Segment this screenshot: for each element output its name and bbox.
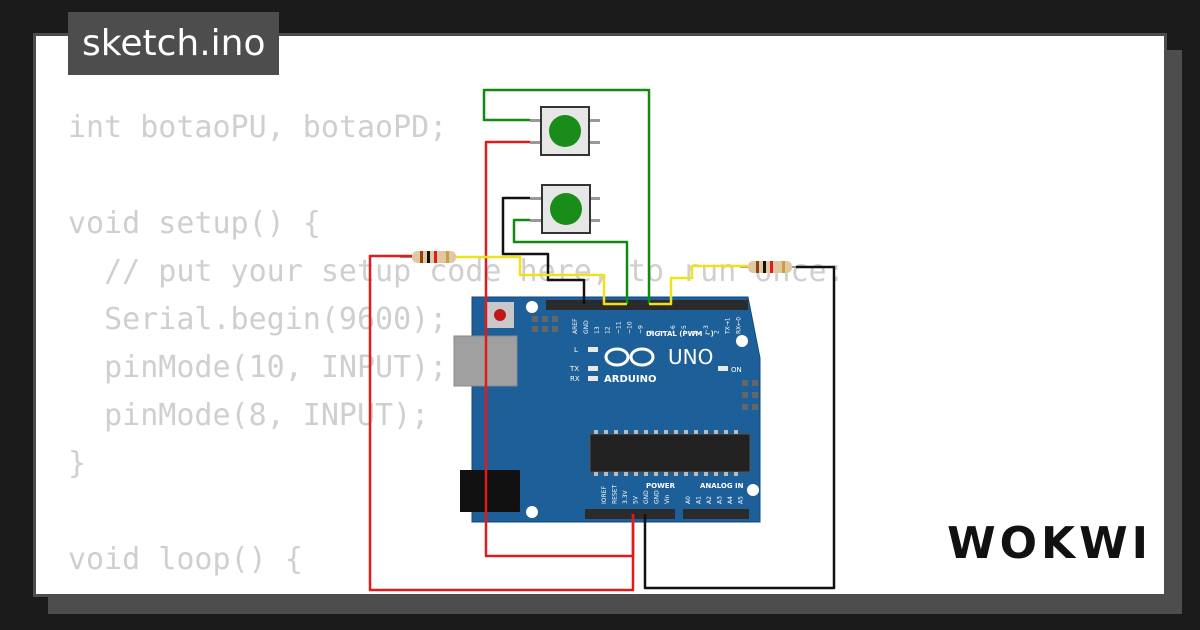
digital-pin-label: AREF (572, 318, 579, 334)
analog-pin-label: A2 (706, 496, 713, 504)
digital-pin-label: ~5 (681, 325, 688, 334)
digital-pin-label: ~9 (637, 325, 644, 334)
wire-yellow-left (456, 255, 627, 306)
power-pin-label: 5V (633, 495, 640, 504)
wire-green-top (482, 88, 651, 304)
push-button-bottom[interactable] (530, 184, 600, 234)
digital-pin-label: RX←0 (736, 317, 743, 334)
digital-pin-label: 7 (659, 330, 666, 334)
digital-label: DIGITAL (PWM ~) (646, 330, 714, 338)
power-label: POWER (646, 482, 676, 490)
power-pin-label: 3.3V (622, 489, 629, 504)
board-maker: ARDUINO (604, 374, 656, 385)
code-editor: int botaoPU, botaoPD; void setup() { // p… (68, 104, 845, 584)
code-line: pinMode(10, INPUT); (68, 350, 448, 385)
digital-pin-label: ~3 (703, 325, 710, 334)
analog-pin-label: A1 (696, 496, 703, 504)
digital-pin-label: GND (583, 320, 590, 334)
power-pin-label: Vin (664, 494, 671, 504)
analog-pin-label: A4 (727, 496, 734, 504)
code-line: pinMode(8, INPUT); (68, 398, 430, 433)
tx-led-label: TX (569, 365, 579, 373)
wokwi-logo[interactable]: WOKWI (947, 518, 1152, 569)
circuit-diagram: UNO ARDUINO DIGITAL (PWM ~) ON L TX RX P… (368, 88, 836, 592)
file-name-tab[interactable]: sketch.ino (68, 12, 280, 75)
power-header (585, 509, 675, 519)
board-model: UNO (668, 345, 713, 369)
wire-black-button (501, 196, 586, 304)
code-line: } (68, 446, 87, 481)
on-label: ON (731, 366, 742, 374)
wire-green-bottom (512, 218, 629, 304)
analog-label: ANALOG IN (700, 482, 744, 490)
digital-pin-label: TX→1 (725, 317, 732, 335)
code-line: // put your setup code here, to run once… (68, 254, 845, 289)
analog-header (683, 509, 749, 519)
power-pin-label: GND (643, 490, 650, 504)
arduino-uno-board[interactable]: UNO ARDUINO DIGITAL (PWM ~) ON L TX RX P… (453, 296, 761, 523)
power-pin-label: GND (654, 490, 661, 504)
arduino-logo-icon (604, 347, 655, 367)
digital-pin-label: ~6 (670, 325, 677, 334)
wire-black-resistor (643, 265, 836, 590)
digital-pin-label: 12 (605, 326, 612, 334)
analog-pin-label: A0 (685, 496, 692, 504)
analog-pin-label: A5 (738, 496, 745, 504)
microcontroller-chip (589, 433, 751, 473)
digital-pin-label: 13 (594, 326, 601, 334)
code-line: void loop() { (68, 542, 303, 577)
code-line: int botaoPU, botaoPD; (68, 110, 448, 145)
analog-pin-label: A3 (717, 496, 724, 504)
rx-led-label: RX (570, 375, 580, 383)
wires (368, 88, 836, 592)
digital-pin-label: 8 (648, 330, 655, 334)
power-pin-label: RESET (612, 484, 619, 504)
l-led-label: L (574, 346, 578, 354)
power-jack (460, 470, 520, 512)
digital-pin-label: 2 (714, 330, 721, 334)
wire-yellow-right (649, 264, 748, 306)
digital-header (546, 300, 748, 310)
code-line: void setup() { (68, 206, 321, 241)
wire-red-resistor (368, 254, 635, 592)
code-line: Serial.begin(9600); (68, 302, 448, 337)
digital-pin-label: ~11 (616, 321, 623, 334)
push-button-top[interactable] (530, 106, 600, 156)
digital-pin-label: ~10 (627, 321, 634, 334)
digital-pin-label: 4 (692, 330, 699, 334)
power-pin-label: IOREF (601, 486, 608, 504)
